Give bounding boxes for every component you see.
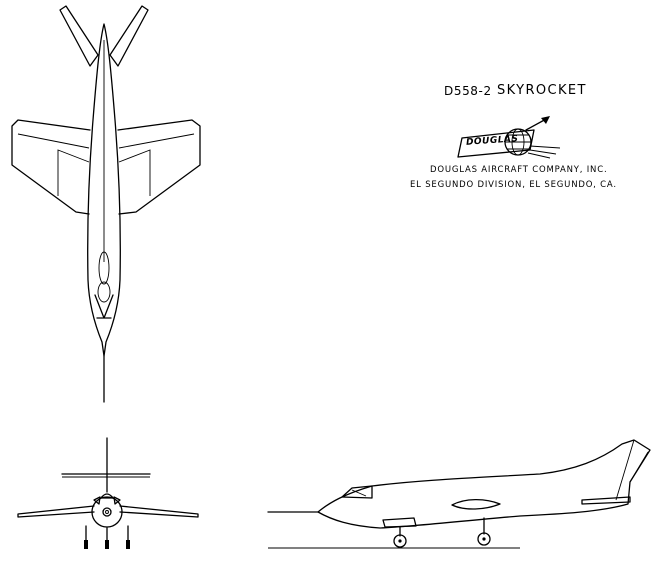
front-view-canopy (100, 493, 114, 499)
top-view-right-wing (117, 119, 201, 215)
top-view-windscreen (94, 294, 114, 319)
front-view-fuselage (91, 496, 123, 528)
front-view (17, 437, 199, 549)
top-view-left-flap (17, 133, 90, 196)
side-view-nose-gear (393, 526, 407, 548)
front-view-left-wing (17, 505, 95, 518)
top-view-left-wing (11, 119, 91, 215)
manufacturer-division: EL SEGUNDO DIVISION, EL SEGUNDO, CA. (410, 180, 617, 190)
aircraft-name: SKYROCKET (497, 83, 587, 98)
side-view-wing (451, 498, 501, 510)
side-view-intake (382, 517, 417, 528)
top-view-intake (98, 251, 110, 285)
front-view-landing-gear (84, 525, 130, 549)
front-view-left-intake (93, 496, 101, 505)
front-view-right-intake (113, 496, 121, 505)
logo-swoosh (527, 145, 561, 159)
side-view-canopy-frame (351, 489, 367, 497)
side-view-main-gear (477, 517, 491, 546)
side-view-canopy (341, 485, 373, 499)
side-view-fuselage (317, 439, 651, 529)
top-view-left-stabilizer (59, 5, 99, 67)
top-view (11, 5, 201, 403)
douglas-globe-logo (457, 116, 561, 159)
side-view-rudder (615, 439, 649, 501)
side-view-stabilizer (581, 496, 631, 505)
top-view-right-flap (118, 133, 195, 196)
front-view-probe (105, 510, 109, 514)
front-view-nose (102, 507, 112, 517)
manufacturer-company: DOUGLAS AIRCRAFT COMPANY, INC. (430, 165, 608, 175)
front-view-right-wing (119, 505, 199, 518)
aircraft-designation: D558-2 (444, 84, 492, 98)
side-view (267, 439, 651, 549)
top-view-canopy (97, 281, 111, 303)
top-view-right-stabilizer (109, 5, 149, 67)
